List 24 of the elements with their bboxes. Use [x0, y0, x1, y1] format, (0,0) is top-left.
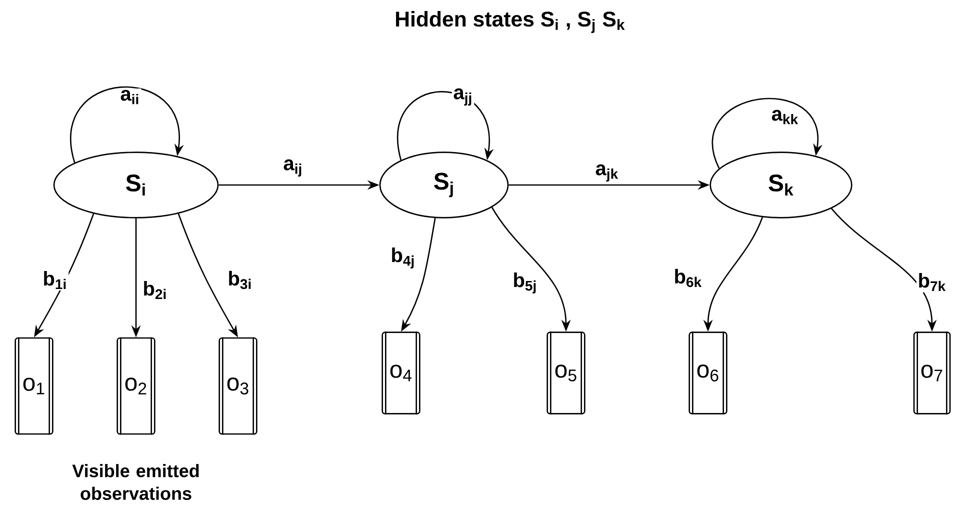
observation-box: o$_{1}$: [14, 337, 54, 435]
arrow: [712, 98, 822, 169]
edge-label: b$_{7k}$: [916, 272, 948, 292]
observation-box: o$_{7}$: [913, 332, 951, 414]
edge-label: b$_{6k}$: [672, 268, 704, 288]
caption: Visible emitted observations: [72, 464, 199, 500]
edge-label: a$_{kk}$: [770, 108, 800, 126]
arrow: [397, 91, 494, 160]
edge-label: b$_{5j}$: [511, 271, 539, 295]
edge-label: b$_{1i}$: [41, 270, 69, 290]
edge-label: a$_{ii}$: [118, 88, 142, 106]
edge-label: a$_{ij}$: [282, 158, 304, 178]
edge-label: a$_{jk}$: [594, 163, 620, 183]
arrow: [70, 86, 184, 163]
title: Hidden states S$_{i}$ , S$_{j}$ S$_{k}$: [396, 11, 625, 33]
observation-box: o$_{4}$: [382, 332, 420, 414]
observation-box: o$_{6}$: [688, 332, 728, 414]
edge-label: b$_{3i}$: [226, 270, 254, 290]
edge-label: a$_{jj}$: [452, 87, 474, 107]
observation-box: o$_{2}$: [116, 337, 156, 435]
observation-box: o$_{3}$: [218, 337, 258, 435]
edge-label: b$_{4j}$: [389, 246, 417, 270]
observation-box: o$_{5}$: [546, 332, 586, 414]
edge-label: b$_{2i}$: [141, 280, 169, 300]
